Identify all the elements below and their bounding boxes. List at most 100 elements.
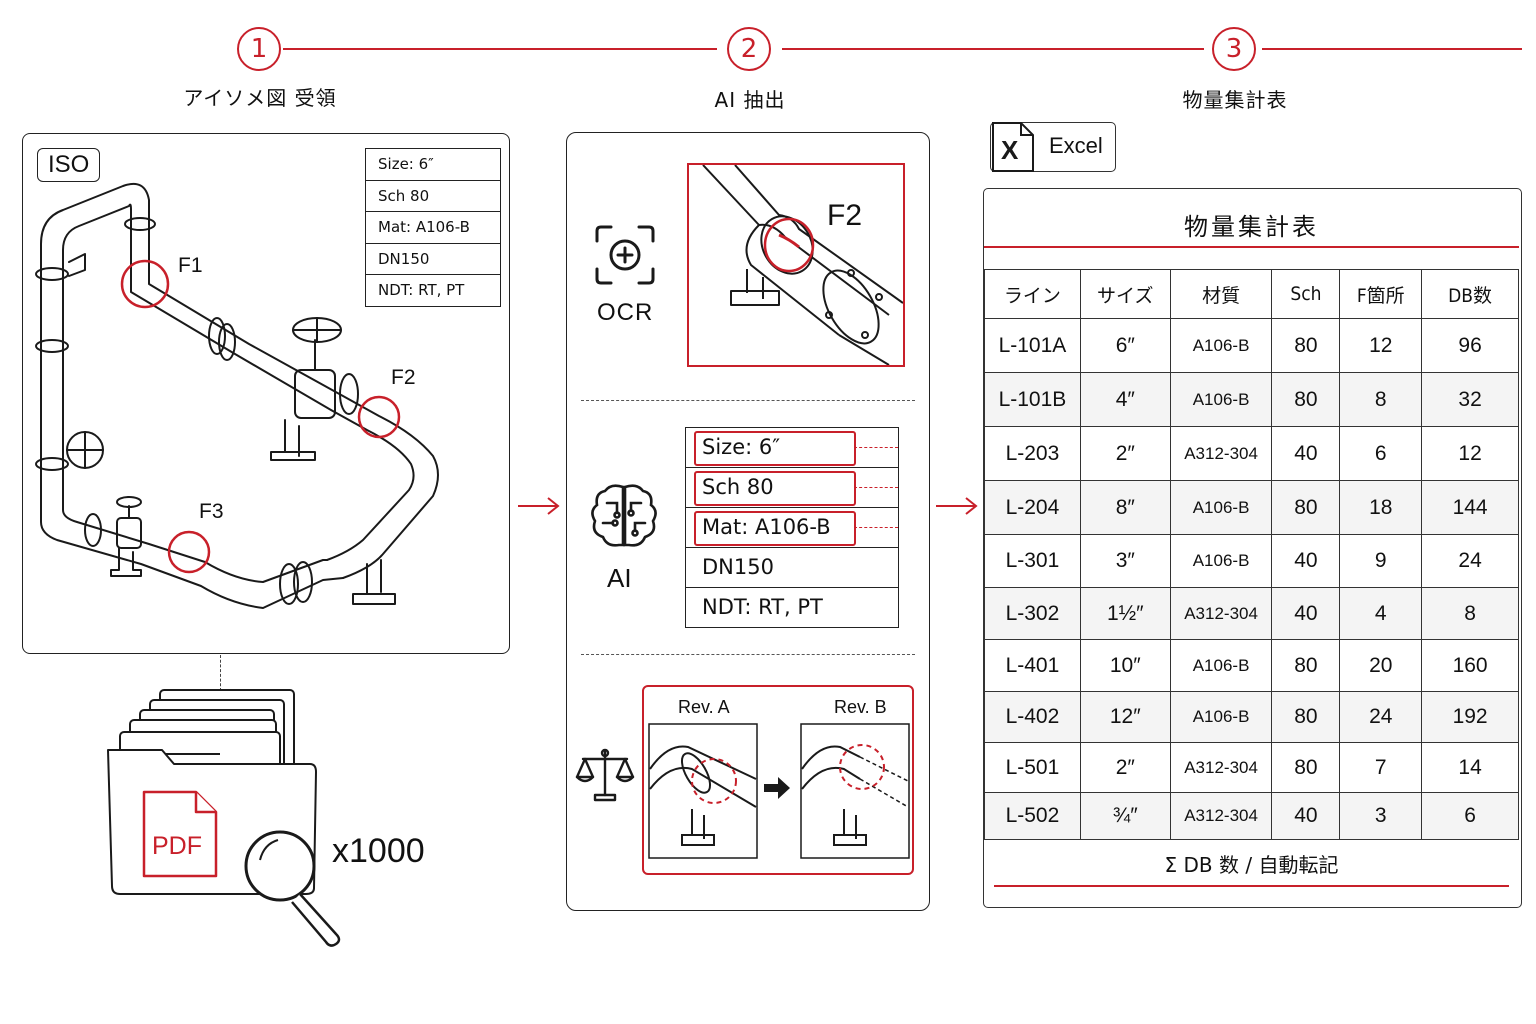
step-connector-3 bbox=[1262, 48, 1522, 50]
iso-tag: ISO bbox=[37, 148, 101, 182]
excel-label: Excel bbox=[1049, 133, 1103, 158]
cell-line: L-502 bbox=[984, 792, 1081, 840]
cell-size: 4″ bbox=[1079, 372, 1171, 427]
iso-drawing-panel: ISO Size: 6″ Sch 80 Mat: A106-B DN150 ND… bbox=[22, 133, 510, 654]
cell-size: 12″ bbox=[1079, 691, 1171, 743]
rev-b-label: Rev. B bbox=[834, 697, 887, 717]
step-3-label: 物量集計表 bbox=[1182, 88, 1288, 112]
cell-weld-count: 7 bbox=[1339, 742, 1423, 793]
ocr-crop-drawing bbox=[702, 164, 904, 366]
extracted-material-text: Mat: A106-B bbox=[702, 515, 831, 539]
cell-line: L-301 bbox=[984, 534, 1081, 588]
cell-schedule: 80 bbox=[1271, 742, 1341, 793]
isometric-piping-drawing bbox=[35, 182, 439, 609]
cell-db-count: 32 bbox=[1421, 372, 1519, 427]
step-1-badge: 1 bbox=[237, 27, 281, 71]
cell-line: L-402 bbox=[984, 691, 1081, 743]
rev-a-label: Rev. A bbox=[678, 697, 730, 717]
cell-size: ¾″ bbox=[1079, 792, 1171, 840]
cell-material: A312-304 bbox=[1169, 742, 1273, 793]
highlight-material bbox=[694, 511, 856, 546]
cell-material: A106-B bbox=[1169, 372, 1273, 427]
spec-ndt: NDT: RT, PT bbox=[378, 281, 465, 299]
cell-db-count: 144 bbox=[1421, 480, 1519, 535]
cell-line: L-401 bbox=[984, 639, 1081, 692]
spec-dn: DN150 bbox=[366, 244, 500, 275]
spec-size: Size: 6″ bbox=[366, 149, 500, 181]
bom-header-row: ライン サイズ 材質 Sch F箇所 DB数 bbox=[984, 269, 1519, 319]
spec-material: Mat: A106-B bbox=[366, 212, 500, 244]
cell-material: A106-B bbox=[1169, 318, 1273, 373]
cell-db-count: 14 bbox=[1421, 742, 1519, 793]
cell-line: L-203 bbox=[984, 426, 1081, 481]
leader-size bbox=[854, 447, 898, 448]
cell-db-count: 6 bbox=[1421, 792, 1519, 840]
weld-label-f2: F2 bbox=[391, 366, 416, 389]
flow-arrow-2 bbox=[936, 497, 978, 515]
excel-file-button[interactable]: X Excel bbox=[990, 122, 1116, 172]
cell-db-count: 96 bbox=[1421, 318, 1519, 373]
cell-material: A312-304 bbox=[1169, 792, 1273, 840]
step-2-badge: 2 bbox=[727, 27, 771, 71]
step-connector-2 bbox=[782, 48, 1204, 50]
cell-size: 3″ bbox=[1079, 534, 1171, 588]
ocr-crop-label: F2 bbox=[827, 199, 863, 232]
cell-weld-count: 9 bbox=[1339, 534, 1423, 588]
cell-schedule: 40 bbox=[1271, 792, 1341, 840]
cell-size: 2″ bbox=[1079, 426, 1171, 481]
cell-material: A312-304 bbox=[1169, 426, 1273, 481]
cell-weld-count: 6 bbox=[1339, 426, 1423, 481]
extracted-ndt: NDT: RT, PT bbox=[686, 588, 898, 627]
extracted-tag-list: Size: 6″ Sch 80 Mat: A106-B DN150 NDT: R… bbox=[685, 427, 899, 628]
cell-material: A106-B bbox=[1169, 639, 1273, 692]
pdf-label: PDF bbox=[152, 832, 202, 860]
revision-compare-frame: Rev. A Rev. B bbox=[642, 685, 914, 875]
cell-weld-count: 8 bbox=[1339, 372, 1423, 427]
title-block: Size: 6″ Sch 80 Mat: A106-B DN150 NDT: R… bbox=[365, 148, 501, 307]
rev-b-drawing bbox=[800, 723, 910, 859]
section-divider-1 bbox=[581, 400, 915, 401]
excel-icon-letter: X bbox=[1001, 135, 1019, 165]
bom-footer-underline bbox=[994, 885, 1509, 887]
spec-schedule: Sch 80 bbox=[366, 181, 500, 212]
revision-arrow-icon bbox=[764, 777, 790, 799]
extracted-size: Size: 6″ bbox=[686, 428, 898, 468]
col-header-size: サイズ bbox=[1079, 269, 1171, 319]
highlight-schedule bbox=[694, 471, 856, 506]
leader-schedule bbox=[854, 487, 898, 488]
step-1-label: アイソメ図 受領 bbox=[183, 86, 337, 110]
section-divider-2 bbox=[581, 654, 915, 655]
leader-material bbox=[854, 527, 898, 528]
flow-arrow-1 bbox=[518, 497, 560, 515]
bom-title: 物量集計表 bbox=[1184, 213, 1319, 241]
cell-line: L-101A bbox=[984, 318, 1081, 373]
ai-brain-icon bbox=[591, 484, 657, 547]
extracted-material: Mat: A106-B bbox=[686, 508, 898, 548]
cell-size: 6″ bbox=[1079, 318, 1171, 373]
cell-db-count: 12 bbox=[1421, 426, 1519, 481]
extracted-size-text: Size: 6″ bbox=[702, 435, 781, 459]
extracted-dn-text: DN150 bbox=[702, 555, 774, 579]
weld-label-f1: F1 bbox=[178, 254, 203, 277]
ocr-crop-frame: F2 bbox=[687, 163, 905, 367]
excel-file-icon: X bbox=[992, 122, 1034, 172]
extracted-dn: DN150 bbox=[686, 548, 898, 588]
ai-extraction-panel: OCR F2 bbox=[566, 132, 930, 911]
cell-schedule: 80 bbox=[1271, 480, 1341, 535]
step-2-label: AI 抽出 bbox=[714, 88, 786, 112]
cell-weld-count: 12 bbox=[1339, 318, 1423, 373]
cell-material: A106-B bbox=[1169, 480, 1273, 535]
cell-line: L-501 bbox=[984, 742, 1081, 793]
cell-line: L-101B bbox=[984, 372, 1081, 427]
ocr-icon bbox=[595, 225, 655, 285]
cell-material: A106-B bbox=[1169, 534, 1273, 588]
cell-schedule: 80 bbox=[1271, 691, 1341, 743]
